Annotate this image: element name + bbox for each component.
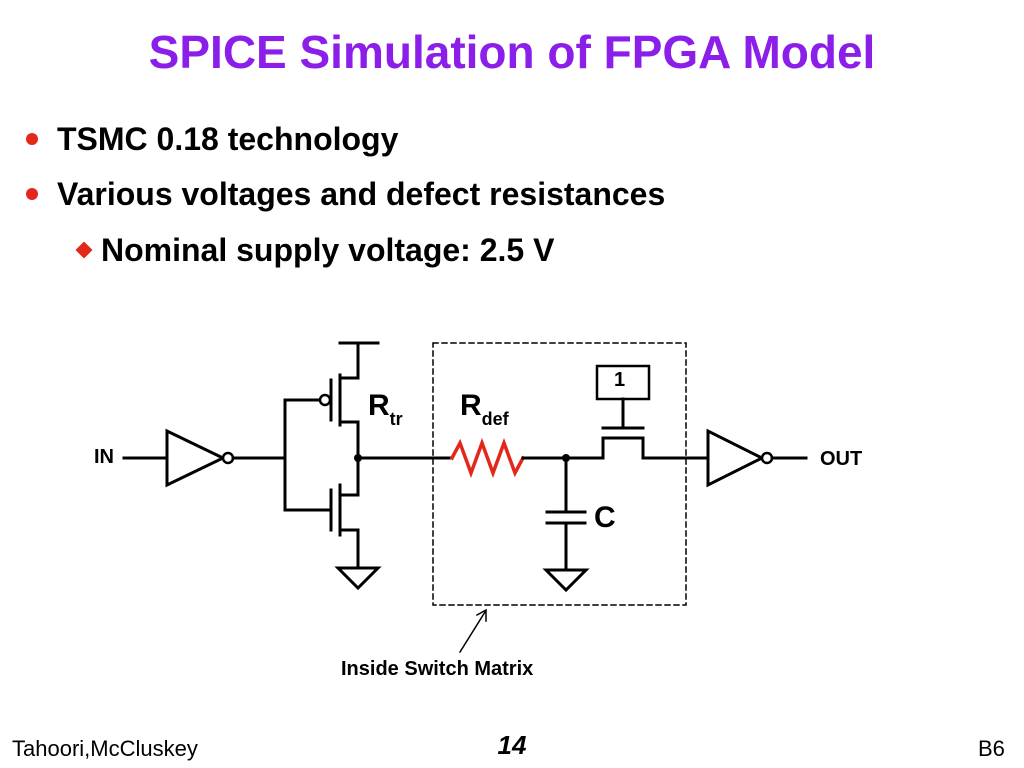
bullet-text-technology: TSMC 0.18 technology <box>57 121 399 157</box>
r-def-label: Rdef <box>460 389 509 429</box>
capacitor-label: C <box>594 501 616 534</box>
page-number: 14 <box>497 730 527 760</box>
r-def-sub: def <box>481 409 509 429</box>
switch-matrix-label: Inside Switch Matrix <box>341 658 534 680</box>
output-inverter <box>706 428 808 488</box>
transmission-gate <box>283 341 454 591</box>
input-inverter <box>122 428 287 488</box>
gate-value-label: 1 <box>614 369 626 391</box>
r-tr-main: R <box>368 389 390 422</box>
footer-code: B6 <box>978 736 1005 761</box>
sub-bullet-text-supply: Nominal supply voltage: 2.5 V <box>101 232 555 268</box>
footer-authors: Tahoori,McCluskey <box>12 736 198 761</box>
input-label: IN <box>94 446 114 468</box>
bullet-dot-icon <box>26 133 38 145</box>
bullet-dot-icon <box>26 188 38 200</box>
defect-resistor <box>449 437 526 479</box>
bullet-text-voltages: Various voltages and defect resistances <box>57 176 666 212</box>
r-def-main: R <box>460 389 482 422</box>
pass-transistor <box>595 364 710 460</box>
r-tr-sub: tr <box>389 409 403 429</box>
r-tr-label: Rtr <box>368 389 403 429</box>
slide-title: SPICE Simulation of FPGA Model <box>148 26 876 78</box>
switch-matrix-arrow <box>458 608 487 654</box>
switch-matrix-box <box>432 342 687 606</box>
output-node <box>521 454 605 593</box>
output-label: OUT <box>820 448 863 470</box>
